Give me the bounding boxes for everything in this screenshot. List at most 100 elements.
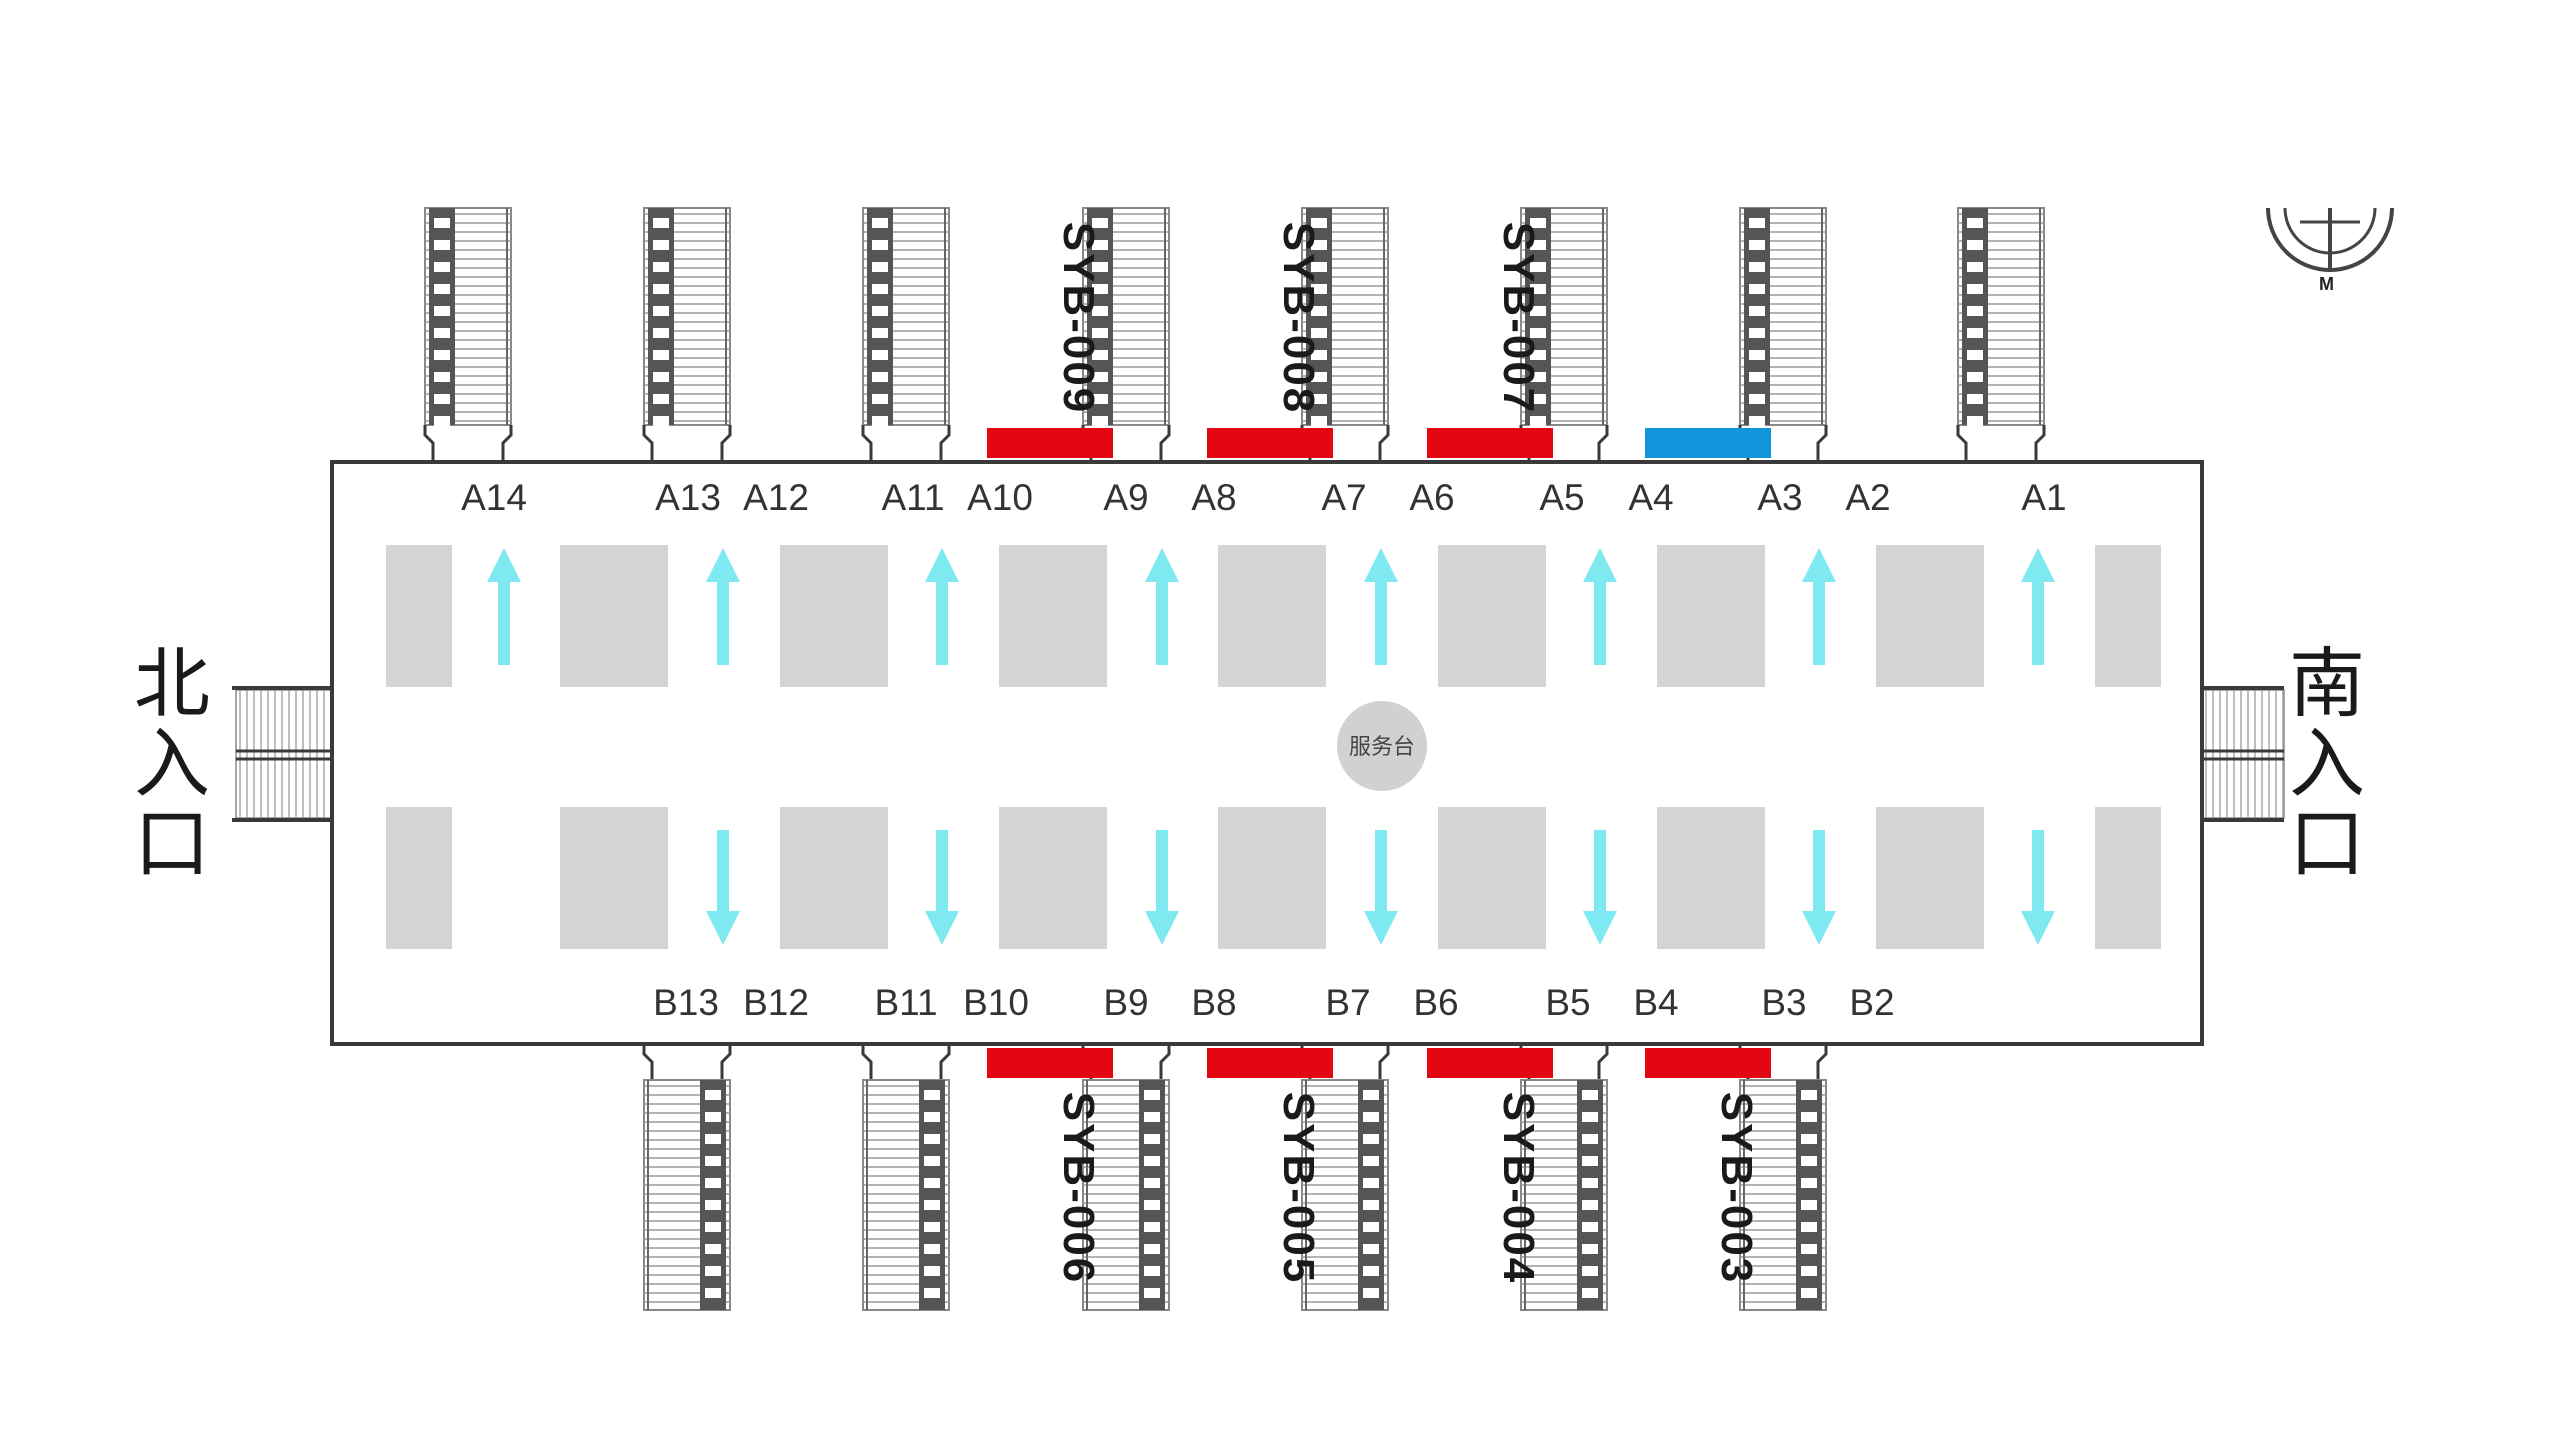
booths-top-group: SYB-009 SYB-008 SYB-007 (987, 222, 1771, 458)
booth-bottom-4-code: SYB-003 (1712, 1092, 1761, 1285)
arrow-down-icon-2 (925, 830, 959, 945)
platform-block-bottom-8 (1876, 807, 1984, 949)
stair-connector-top-8 (1956, 425, 2046, 462)
service-desk[interactable]: 服务台 (1337, 701, 1427, 791)
booth-top-3-code: SYB-007 (1494, 222, 1543, 415)
booths-bottom-group: SYB-006 SYB-005 SYB-004 SYB-003 (987, 1048, 1771, 1284)
gate-label-a8: A8 (1191, 477, 1236, 518)
platform-block-top-2 (560, 545, 668, 687)
north-entrance-char-2: 入 (134, 722, 210, 807)
stair-top-6 (1520, 207, 1608, 426)
gate-label-a2: A2 (1845, 477, 1890, 518)
platform-block-bottom-3 (780, 807, 888, 949)
gate-label-b9: B9 (1103, 982, 1148, 1023)
gate-label-a5: A5 (1539, 477, 1584, 518)
stair-bottom-2 (862, 1079, 950, 1311)
stair-top-3 (862, 207, 950, 426)
stair-bottom-1 (643, 1079, 731, 1311)
stair-bottom-5 (1520, 1079, 1608, 1311)
south-entrance-stairs (2198, 686, 2285, 822)
gate-label-b13: B13 (653, 982, 719, 1023)
booth-top-1[interactable]: SYB-009 (987, 222, 1113, 458)
arrow-down-icon-5 (1583, 830, 1617, 945)
booth-bottom-1-marker (987, 1048, 1113, 1078)
arrow-up-icon-3 (925, 548, 959, 665)
arrow-down-icon-6 (1802, 830, 1836, 945)
stair-connector-top-3 (861, 425, 951, 462)
compass-icon: M (2266, 207, 2394, 294)
stair-top-2 (643, 207, 731, 426)
stair-connector-bottom-1 (642, 1044, 732, 1080)
gate-label-b11: B11 (874, 982, 937, 1023)
service-desk-label: 服务台 (1349, 734, 1415, 759)
platform-block-bottom-9 (2095, 807, 2161, 949)
booth-bottom-3-code: SYB-004 (1494, 1092, 1543, 1285)
platform-block-bottom-4 (999, 807, 1107, 949)
arrow-up-icon-4 (1145, 548, 1179, 665)
stair-bottom-3 (1082, 1079, 1170, 1311)
stairs-top-group (423, 207, 2046, 462)
gate-label-a10: A10 (967, 477, 1033, 518)
arrow-down-icon-1 (706, 830, 740, 945)
booth-top-2-code: SYB-008 (1274, 222, 1323, 415)
stair-connector-top-1 (423, 425, 513, 462)
gate-label-b3: B3 (1761, 982, 1806, 1023)
stair-connector-bottom-2 (861, 1044, 951, 1080)
booth-top-2-marker (1207, 428, 1333, 458)
gate-label-b8: B8 (1191, 982, 1236, 1023)
platform-block-bottom-5 (1218, 807, 1326, 949)
north-entrance-label: 北 入 口 (134, 642, 210, 887)
booth-bottom-2[interactable]: SYB-005 (1207, 1048, 1333, 1284)
platform-block-top-6 (1438, 545, 1546, 687)
arrow-up-icon-5 (1364, 548, 1398, 665)
platform-block-bottom-7 (1657, 807, 1765, 949)
booth-bottom-3[interactable]: SYB-004 (1427, 1048, 1553, 1284)
north-entrance-char-1: 北 (134, 642, 210, 727)
platform-block-top-9 (2095, 545, 2161, 687)
platform-block-top-8 (1876, 545, 1984, 687)
gate-label-b12: B12 (743, 982, 809, 1023)
gate-label-a12: A12 (743, 477, 809, 518)
direction-arrows-group (487, 548, 2055, 945)
booth-bottom-2-code: SYB-005 (1274, 1092, 1323, 1285)
booth-bottom-1[interactable]: SYB-006 (987, 1048, 1113, 1284)
booth-top-1-code: SYB-009 (1054, 222, 1103, 415)
booth-top-3-marker (1427, 428, 1553, 458)
booth-bottom-4-marker (1645, 1048, 1771, 1078)
gate-label-a1: A1 (2021, 477, 2066, 518)
stair-bottom-4 (1301, 1079, 1389, 1311)
north-entrance-stairs (232, 686, 333, 822)
booth-top-4-marker (1645, 428, 1771, 458)
booth-bottom-4[interactable]: SYB-003 (1645, 1048, 1771, 1284)
south-entrance-char-2: 入 (2289, 722, 2365, 807)
stairs-bottom-group (642, 1044, 1828, 1311)
arrow-up-icon-1 (487, 548, 521, 665)
platform-block-bottom-6 (1438, 807, 1546, 949)
stair-bottom-6 (1739, 1079, 1827, 1311)
platform-block-bottom-2 (560, 807, 668, 949)
gate-label-b10: B10 (963, 982, 1029, 1023)
booth-top-3[interactable]: SYB-007 (1427, 222, 1553, 458)
stair-top-5 (1301, 207, 1389, 426)
arrow-down-icon-7 (2021, 830, 2055, 945)
stair-top-7 (1739, 207, 1827, 426)
platform-blocks-group (386, 545, 2161, 949)
gate-label-a14: A14 (461, 477, 527, 518)
booth-bottom-3-marker (1427, 1048, 1553, 1078)
south-entrance-char-3: 口 (2289, 802, 2365, 887)
booth-top-4[interactable] (1645, 428, 1771, 458)
stair-top-1 (424, 207, 512, 426)
platform-block-bottom-1 (386, 807, 452, 949)
booth-bottom-1-code: SYB-006 (1054, 1092, 1103, 1285)
arrow-up-icon-6 (1583, 548, 1617, 665)
gate-label-a9: A9 (1103, 477, 1148, 518)
gate-label-b2: B2 (1849, 982, 1894, 1023)
stair-top-4 (1082, 207, 1170, 426)
north-entrance-char-3: 口 (134, 802, 210, 887)
arrow-down-icon-3 (1145, 830, 1179, 945)
platform-block-top-3 (780, 545, 888, 687)
stair-connector-top-2 (642, 425, 732, 462)
booth-top-2[interactable]: SYB-008 (1207, 222, 1333, 458)
